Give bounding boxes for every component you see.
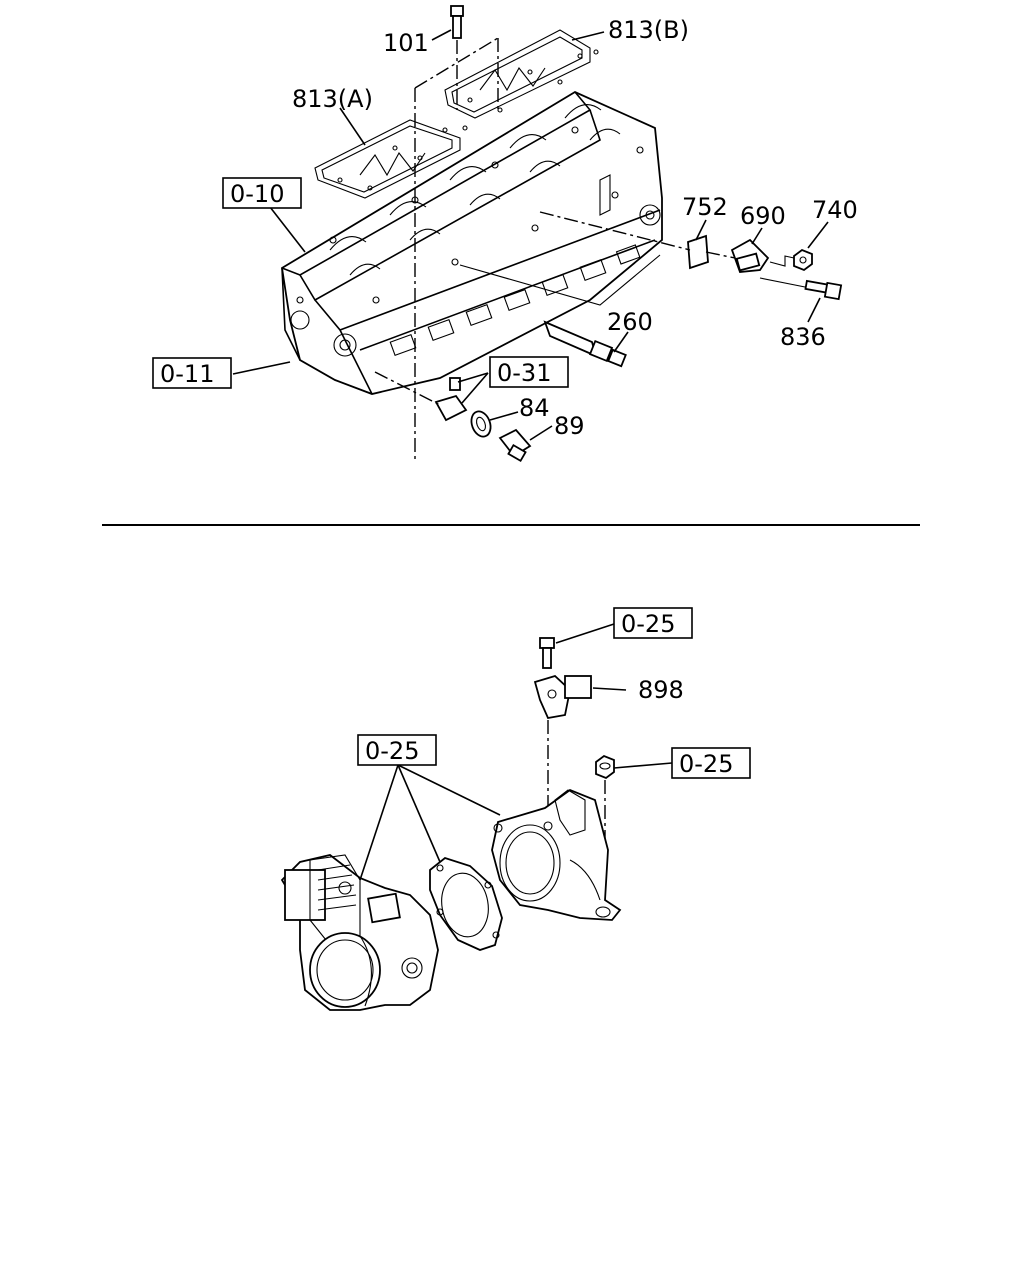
washer-84 [470,410,492,438]
top-center-lines [414,37,661,460]
ref-box-0-25-right: 0-25 [671,747,751,779]
svg-text:0-25: 0-25 [621,610,675,638]
nut-0-25-right [595,754,615,780]
callout-898: 898 [638,676,684,704]
callout-260: 260 [607,308,653,336]
throttle-gasket [429,856,503,951]
ref-box-0-31: 0-31 [489,356,569,388]
lower-fittings [374,371,532,463]
plug-0-31 [434,377,468,422]
svg-text:0-10: 0-10 [230,180,284,208]
nut-740 [793,248,813,272]
bolt-836 [804,279,843,301]
rocker-cover-gasket-b [444,29,599,119]
ref-box-0-25-top: 0-25 [613,607,693,639]
sensor-assembly-right [539,211,843,301]
sensor-898 [533,674,592,720]
svg-text:0-11: 0-11 [160,360,214,388]
ref-box-0-10: 0-10 [222,177,302,209]
gasket-752 [687,234,709,270]
callout-813b: 813(B) [608,16,689,44]
callout-836: 836 [780,323,826,351]
bolt-101 [450,5,464,110]
svg-text:0-31: 0-31 [497,359,551,387]
sensor-260 [543,320,627,368]
callout-89: 89 [554,412,585,440]
cylinder-head-assembly [281,90,663,395]
callout-740: 740 [812,196,858,224]
ref-box-0-11: 0-11 [152,357,232,389]
callout-101: 101 [383,29,429,57]
throttle-body [280,854,439,1011]
switch-89 [498,428,532,463]
callout-690: 690 [740,202,786,230]
callout-752: 752 [682,193,728,221]
sensor-690 [730,238,770,273]
callout-84: 84 [519,394,550,422]
callout-813a: 813(A) [292,85,373,113]
svg-text:0-25: 0-25 [365,737,419,765]
ref-box-0-25-left: 0-25 [357,734,437,766]
svg-text:0-25: 0-25 [679,750,733,778]
bottom-leader-lines [359,623,673,881]
cylinder-head-body [281,90,663,395]
bolt-0-25-top [539,637,555,669]
intake-adapter-housing [491,788,622,921]
top-leader-lines [232,29,829,441]
